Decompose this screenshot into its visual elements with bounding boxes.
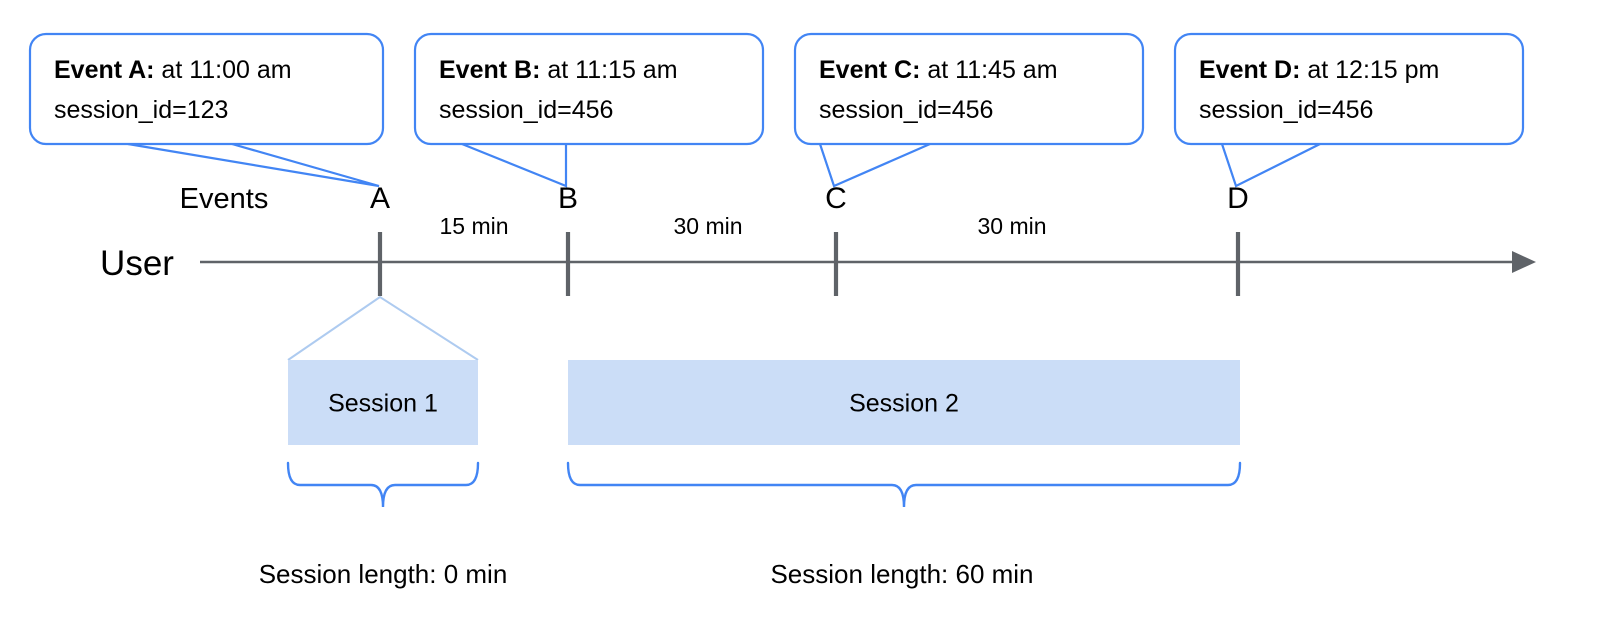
timeline-axis-group bbox=[200, 232, 1536, 296]
callout-tail-event-d bbox=[1220, 143, 1321, 188]
callout-line1-event-c: Event C: at 11:45 am bbox=[819, 56, 1058, 84]
events-lane-label: Events bbox=[180, 183, 269, 215]
session-label-1: Session 1 bbox=[328, 390, 438, 418]
callout-session-id-event-d: session_id=456 bbox=[1199, 96, 1373, 124]
session-bar-2 bbox=[568, 360, 1240, 445]
braces-group: Session length: 0 min Session length: 60 … bbox=[259, 461, 1242, 589]
callout-box-event-c[interactable] bbox=[793, 32, 1145, 146]
event-marker-label-a: A bbox=[370, 182, 390, 215]
callout-time-event-b: at 11:15 am bbox=[540, 56, 677, 84]
session-brace-2 bbox=[566, 461, 1242, 508]
callout-session-id-event-c: session_id=456 bbox=[819, 96, 993, 124]
callout-title-event-a: Event A: bbox=[54, 56, 154, 84]
callout-box-event-d[interactable] bbox=[1173, 32, 1525, 146]
callout-line1-event-a: Event A: at 11:00 am bbox=[54, 56, 292, 84]
callout-title-event-c: Event C: bbox=[819, 56, 920, 84]
callout-box-event-b[interactable] bbox=[413, 32, 765, 146]
session-brace-1 bbox=[286, 461, 480, 508]
timeline-arrow-icon bbox=[1512, 251, 1536, 273]
session-label-2: Session 2 bbox=[849, 390, 959, 418]
callout-tail-event-a bbox=[127, 142, 380, 188]
gap-label-2: 30 min bbox=[673, 213, 742, 239]
callout-tail-event-b bbox=[461, 142, 568, 188]
session-length-label-2: Session length: 60 min bbox=[770, 559, 1033, 589]
event-marker-label-b: B bbox=[558, 182, 578, 215]
callout-time-event-a: at 11:00 am bbox=[154, 56, 291, 84]
session-funnel-1 bbox=[287, 295, 479, 361]
callout-tail-event-c bbox=[818, 142, 931, 188]
session-length-label-1: Session length: 0 min bbox=[259, 559, 508, 589]
callout-time-event-c: at 11:45 am bbox=[920, 56, 1057, 84]
callout-time-event-d: at 12:15 pm bbox=[1300, 56, 1439, 84]
callout-box-event-a[interactable] bbox=[28, 32, 385, 146]
event-marker-label-c: C bbox=[825, 182, 847, 215]
session-bar-1 bbox=[288, 360, 478, 445]
callouts-group: Event A: at 11:00 am session_id=123 Event … bbox=[28, 32, 1525, 188]
callout-line1-event-b: Event B: at 11:15 am bbox=[439, 56, 678, 84]
event-marker-label-d: D bbox=[1227, 182, 1249, 215]
callout-session-id-event-b: session_id=456 bbox=[439, 96, 613, 124]
user-lane-label: User bbox=[100, 244, 174, 283]
gap-label-3: 30 min bbox=[977, 213, 1046, 239]
sessions-group: Session 1 Session 2 bbox=[287, 295, 1240, 445]
callout-title-event-d: Event D: bbox=[1199, 56, 1300, 84]
callout-title-event-b: Event B: bbox=[439, 56, 540, 84]
gap-label-1: 15 min bbox=[439, 213, 508, 239]
callout-line1-event-d: Event D: at 12:15 pm bbox=[1199, 56, 1439, 84]
callout-session-id-event-a: session_id=123 bbox=[54, 96, 228, 124]
